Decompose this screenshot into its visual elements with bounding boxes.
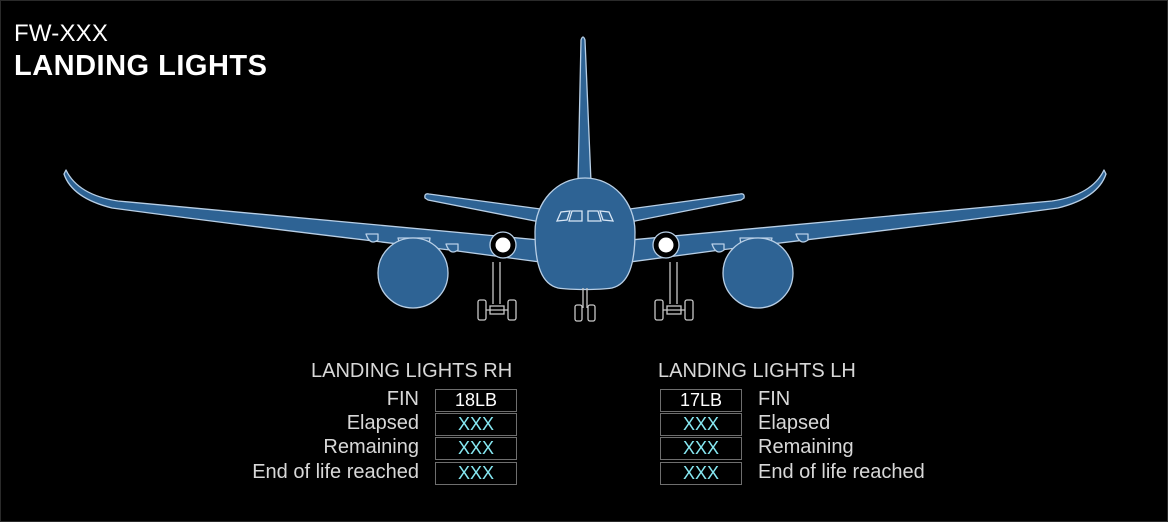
rh-end-of-life-value: XXX bbox=[435, 462, 517, 485]
page-title: LANDING LIGHTS bbox=[14, 50, 268, 82]
lh-remaining-label: Remaining bbox=[758, 436, 854, 458]
lh-elapsed-label: Elapsed bbox=[758, 412, 831, 434]
engine-right bbox=[722, 237, 794, 309]
lh-end-of-life-label: End of life reached bbox=[758, 461, 925, 483]
main-gear-right bbox=[654, 262, 694, 321]
lh-elapsed-value: XXX bbox=[660, 413, 742, 436]
rh-fin-label: FIN bbox=[386, 388, 419, 410]
cockpit-windows bbox=[555, 210, 615, 222]
lh-remaining-value: XXX bbox=[660, 437, 742, 460]
rh-panel-title: LANDING LIGHTS RH bbox=[311, 360, 513, 382]
rh-elapsed-label: Elapsed bbox=[346, 412, 419, 434]
horizontal-stabilizer-left bbox=[424, 193, 549, 223]
nose-gear bbox=[574, 288, 596, 322]
horizontal-stabilizer-right bbox=[621, 193, 745, 223]
rh-end-of-life-label: End of life reached bbox=[252, 461, 419, 483]
lh-end-of-life-value: XXX bbox=[660, 462, 742, 485]
lh-fin-value: 17LB bbox=[660, 389, 742, 412]
flap-fairing-left-1 bbox=[365, 233, 379, 243]
wing-right bbox=[629, 169, 1107, 263]
flap-fairing-left-2 bbox=[445, 243, 459, 253]
rh-fin-value: 18LB bbox=[435, 389, 517, 412]
landing-light-lh bbox=[652, 231, 680, 259]
engine-left bbox=[377, 237, 449, 309]
rh-elapsed-value: XXX bbox=[435, 413, 517, 436]
flap-fairing-right-2 bbox=[711, 243, 725, 253]
wing-left bbox=[63, 169, 541, 263]
rh-remaining-label: Remaining bbox=[323, 436, 419, 458]
lh-fin-label: FIN bbox=[758, 388, 791, 410]
flap-fairing-right-1 bbox=[795, 233, 809, 243]
rh-remaining-value: XXX bbox=[435, 437, 517, 460]
landing-light-rh bbox=[489, 231, 517, 259]
aircraft-registration: FW-XXX bbox=[14, 20, 109, 47]
vertical-fin bbox=[577, 36, 592, 183]
lh-panel-title: LANDING LIGHTS LH bbox=[658, 360, 856, 382]
main-gear-left bbox=[477, 262, 517, 321]
fuselage bbox=[534, 177, 636, 291]
